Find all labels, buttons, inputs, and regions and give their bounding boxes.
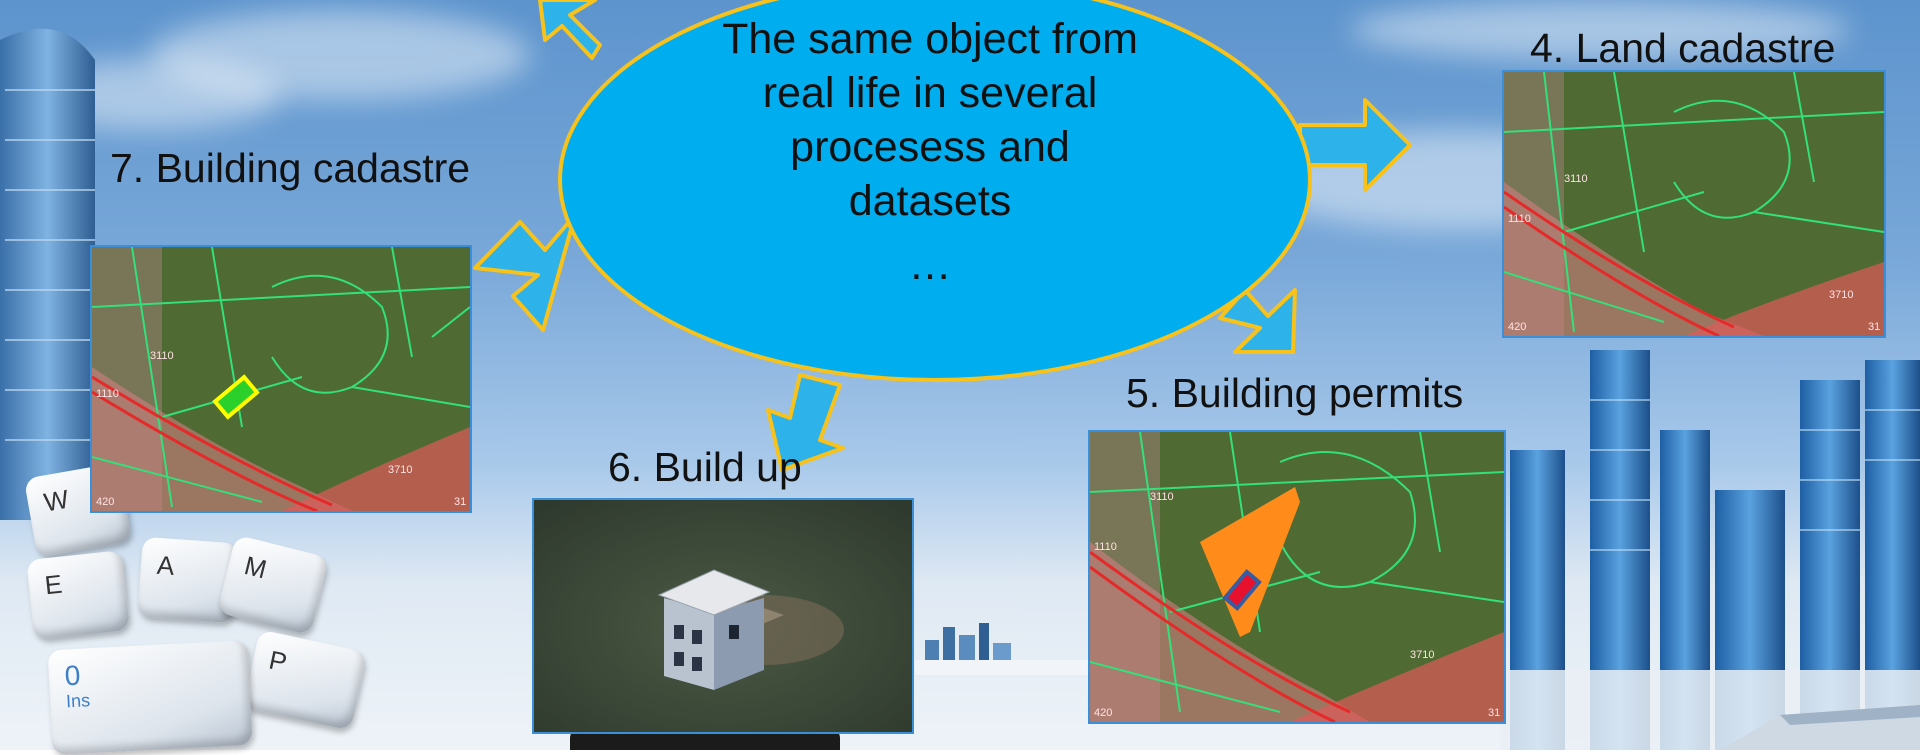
build-up-3d-view [532,498,914,734]
arrow-to-building-cadastre [473,213,577,332]
map-label-corner: 31 [1868,321,1880,333]
map-label-road: 3710 [1829,289,1853,301]
map-label-road: 3710 [388,464,412,476]
map-label-parcel: 3110 [1150,491,1174,503]
map-label-parcel: 3110 [1564,173,1588,185]
bubble-line: The same object from [722,15,1138,63]
building-permits-map: 3110 1110 3710 420 31 [1088,430,1506,724]
label-building-cadastre: 7. Building cadastre [110,145,471,191]
building-cadastre-map: 3110 1110 3710 420 31 [90,245,472,513]
bubble-line: real life in several [762,69,1098,117]
map-label-corner: 420 [1508,321,1526,333]
label-land-cadastre: 4. Land cadastre [1530,25,1836,71]
bubble-line: datasets [848,177,1012,225]
map-label-corner: 420 [96,496,114,508]
house-3d [657,569,771,690]
label-building-permits: 5. Building permits [1126,370,1464,416]
small-skyline [915,623,1095,675]
cloud [1350,0,1850,60]
label-build-up: 6. Build up [608,444,802,490]
arrow-to-land-cadastre [1298,98,1412,192]
arrow-to-build-up [766,373,845,472]
map-label-corner: 420 [1094,707,1112,719]
map-label-corner: 31 [1488,707,1500,719]
left-skyscraper [0,28,95,520]
bubble-ellipsis: … [908,241,952,289]
central-bubble [558,0,1312,382]
cloud [150,10,530,100]
arrow-to-building-permits [1218,288,1297,354]
map-label-parcel: 1110 [1508,213,1531,225]
bubble-line: procesess and [790,123,1070,171]
land-cadastre-map: 3110 1110 3710 420 31 [1502,70,1886,338]
bottom-right-building [1720,705,1920,750]
map-label-parcel: 1110 [96,388,119,400]
map-label-corner: 31 [454,496,466,508]
map-label-parcel: 1110 [1094,541,1117,553]
map-label-parcel: 3110 [150,350,174,362]
right-city-skyline [1500,350,1920,750]
central-bubble-text: The same object from real life in severa… [630,12,1230,292]
map-label-road: 3710 [1410,649,1434,661]
arrow-top-left [538,0,602,60]
